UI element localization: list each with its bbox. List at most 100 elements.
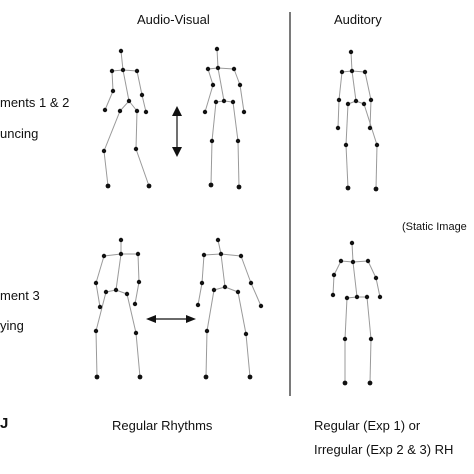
bone-rs-re bbox=[233, 68, 241, 86]
stick-figures bbox=[93, 46, 383, 386]
joint-lk bbox=[93, 328, 99, 334]
joint-head bbox=[118, 237, 124, 243]
joint-pelvis bbox=[221, 98, 227, 104]
row1-label-line1: ments 1 & 2 bbox=[0, 95, 70, 110]
bone-neck-rs bbox=[217, 67, 235, 70]
bone-re-rw bbox=[375, 277, 381, 298]
joint-lw bbox=[330, 292, 336, 298]
joint-le bbox=[210, 82, 216, 88]
joint-lh bbox=[103, 289, 109, 295]
bone-le-lw bbox=[204, 84, 214, 113]
joint-neck bbox=[349, 68, 355, 74]
bone-rh-rk bbox=[232, 101, 239, 142]
joint-la bbox=[342, 380, 348, 386]
bone-lh-lk bbox=[206, 289, 215, 332]
figure-av-bounce-down bbox=[101, 48, 152, 189]
row1-label-line2: uncing bbox=[0, 126, 39, 141]
joint-la bbox=[345, 185, 351, 191]
joint-pelvis bbox=[354, 294, 360, 300]
joint-re bbox=[248, 280, 254, 286]
bone-rs-re bbox=[364, 71, 372, 101]
bone-rk-ra bbox=[375, 144, 378, 190]
joint-pelvis bbox=[126, 98, 132, 104]
joint-lw bbox=[102, 107, 108, 113]
joint-rh bbox=[230, 99, 236, 105]
joint-lh bbox=[345, 101, 351, 107]
joint-neck bbox=[120, 67, 126, 73]
joint-pelvis bbox=[222, 284, 228, 290]
bone-lk-la bbox=[345, 144, 349, 189]
figure-auditory-top bbox=[335, 49, 380, 192]
bone-le-lw bbox=[197, 282, 203, 306]
joint-rk bbox=[368, 336, 374, 342]
figure-auditory-bottom bbox=[330, 240, 383, 386]
joint-ra bbox=[247, 374, 253, 380]
joint-rk bbox=[374, 142, 380, 148]
joint-lh bbox=[344, 295, 350, 301]
bone-rk-ra bbox=[135, 332, 141, 378]
bone-rh-rk bbox=[126, 293, 137, 334]
joint-ls bbox=[205, 66, 211, 72]
row2-label-line1: ment 3 bbox=[0, 288, 40, 303]
joint-rh bbox=[235, 289, 241, 295]
bone-le-lw bbox=[95, 282, 101, 308]
bone-neck-rs bbox=[122, 69, 138, 72]
bone-head-neck bbox=[217, 239, 222, 255]
joint-ra bbox=[236, 184, 242, 190]
joint-ls bbox=[109, 68, 115, 74]
joint-rh bbox=[134, 108, 140, 114]
bone-lk-la bbox=[103, 150, 109, 187]
joint-rh bbox=[364, 294, 370, 300]
joint-re bbox=[139, 92, 145, 98]
bone-neck-ls bbox=[103, 253, 122, 257]
joint-neck bbox=[218, 251, 224, 257]
bone-lh-lk bbox=[95, 291, 107, 332]
bone-rs-re bbox=[136, 70, 143, 96]
bone-rk-ra bbox=[135, 148, 150, 187]
joint-neck bbox=[350, 259, 356, 265]
bone-lh-lk bbox=[211, 101, 217, 142]
bone-neck-pelvis bbox=[220, 253, 226, 288]
joint-la bbox=[208, 182, 214, 188]
bone-ls-le bbox=[111, 70, 114, 92]
bone-neck-ls bbox=[203, 253, 222, 256]
joint-lw bbox=[202, 109, 208, 115]
bone-le-lw bbox=[332, 274, 335, 296]
joint-rs bbox=[362, 69, 368, 75]
bottom-right-line1: Regular (Exp 1) or bbox=[314, 418, 421, 433]
bone-ls-le bbox=[207, 68, 214, 86]
bone-le-lw bbox=[337, 99, 340, 129]
bone-head-neck bbox=[120, 50, 124, 71]
figure-av-sway-right bbox=[195, 237, 264, 380]
joint-ls bbox=[338, 258, 344, 264]
joint-ls bbox=[101, 253, 107, 259]
joint-rs bbox=[365, 258, 371, 264]
header-auditory: Auditory bbox=[334, 12, 382, 27]
bone-neck-rs bbox=[352, 260, 369, 263]
bone-le-lw bbox=[104, 90, 114, 111]
joint-ls bbox=[339, 69, 345, 75]
joint-le bbox=[110, 88, 116, 94]
joint-lh bbox=[117, 108, 123, 114]
joint-la bbox=[105, 183, 111, 189]
static-image-note: (Static Image bbox=[402, 221, 467, 233]
bone-re-rw bbox=[239, 84, 245, 113]
joint-le bbox=[331, 272, 337, 278]
bone-head-neck bbox=[351, 242, 354, 263]
joint-neck bbox=[215, 65, 221, 71]
bone-neck-pelvis bbox=[217, 67, 225, 102]
joint-head bbox=[118, 48, 124, 54]
row2-label-line2: ying bbox=[0, 318, 24, 333]
bone-re-rw bbox=[141, 94, 147, 113]
bone-ls-le bbox=[338, 71, 343, 101]
bone-ls-le bbox=[95, 255, 105, 284]
joint-rs bbox=[238, 253, 244, 259]
joint-lw bbox=[97, 304, 103, 310]
bone-rs-re bbox=[367, 260, 377, 279]
joint-ra bbox=[146, 183, 152, 189]
joint-rk bbox=[235, 138, 241, 144]
joint-lh bbox=[211, 287, 217, 293]
joint-le bbox=[199, 280, 205, 286]
joint-lk bbox=[204, 328, 210, 334]
figure-av-bounce-up bbox=[202, 46, 247, 190]
